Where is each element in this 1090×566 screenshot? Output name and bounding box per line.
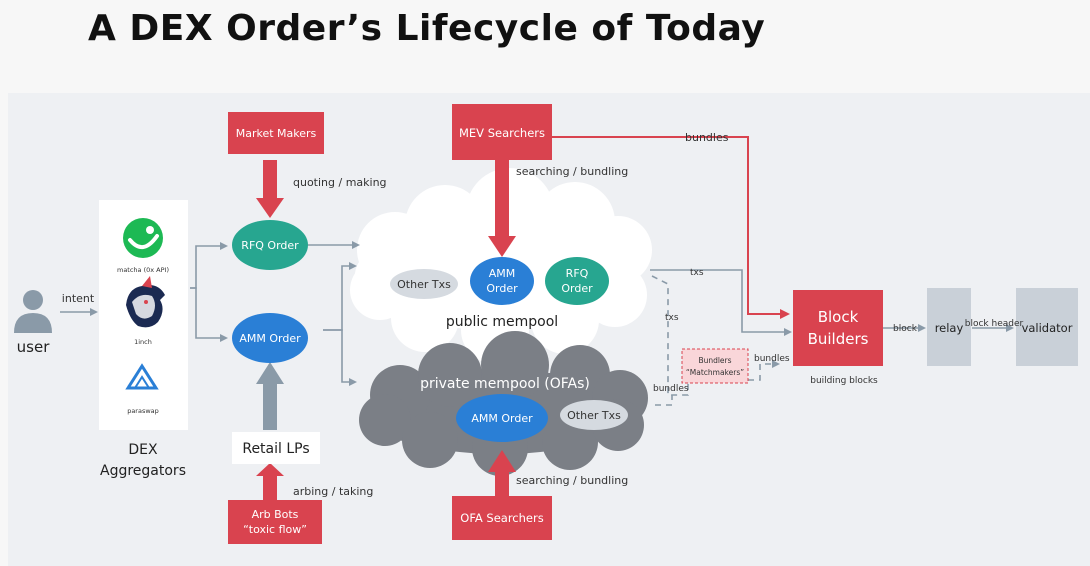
validator-label: validator: [1022, 321, 1073, 335]
rfq-order-node: [232, 220, 308, 270]
amm-order-label: AMM Order: [239, 332, 301, 345]
private-amm-order-label: AMM Order: [471, 412, 533, 425]
block-builders-label-1: Block: [818, 308, 859, 326]
edge-retail-amm: [256, 362, 284, 430]
intent-label: intent: [62, 292, 95, 305]
arb-bots-node: [228, 500, 322, 544]
block-builders-node: [793, 290, 883, 366]
building-blocks-label: building blocks: [810, 376, 878, 386]
searching-top-label: searching / bundling: [516, 165, 628, 178]
private-other-txs-node: [560, 400, 628, 430]
bundlers-label-2: “Matchmakers”: [686, 368, 744, 377]
private-amm-order-node: [456, 394, 548, 442]
public-rfq-order-label-1: RFQ: [566, 267, 589, 280]
bundlers-node: [681, 348, 749, 384]
paraswap-logo-icon: [125, 363, 159, 390]
mev-searchers-node: [452, 104, 552, 160]
public-amm-order-label-2: Order: [486, 282, 518, 295]
block-header-edge-label: block header: [965, 319, 1024, 329]
edge-agg-amm: [190, 287, 228, 342]
rfq-order-label: RFQ Order: [241, 239, 299, 252]
market-makers-label: Market Makers: [236, 127, 317, 140]
public-amm-order-node: [470, 257, 534, 305]
public-amm-order-label-1: AMM: [489, 267, 516, 280]
edge-private-bundlers: [655, 395, 673, 406]
searching-bottom-label: searching / bundling: [516, 474, 628, 487]
block-builders-label-2: Builders: [808, 330, 869, 348]
user-label: user: [17, 338, 51, 356]
relay-node: [927, 288, 971, 366]
public-rfq-order-label-2: Order: [561, 282, 593, 295]
txs-right-label: txs: [690, 268, 704, 278]
1inch-logo-icon: [126, 276, 165, 328]
ofa-searchers-label: OFA Searchers: [460, 511, 543, 525]
private-mempool-label: private mempool (OFAs): [420, 376, 590, 392]
arb-bots-label-2: “toxic flow”: [243, 523, 307, 536]
edge-bundlers-builders: [748, 360, 780, 381]
private-other-txs-label: Other Txs: [567, 409, 621, 422]
dex-aggregators-label-line1: DEX: [128, 442, 158, 458]
edge-public-builders: [650, 269, 792, 336]
matcha-label: matcha (0x API): [117, 266, 169, 274]
bundles-low-label: bundles: [653, 384, 689, 394]
validator-node: [1016, 288, 1078, 366]
arb-bots-label-1: Arb Bots: [252, 508, 299, 521]
red-connectors: [256, 136, 790, 506]
dex-aggregators-label-line2: Aggregators: [100, 463, 186, 479]
dex-aggregators-card: [99, 200, 188, 430]
page-title: A DEX Order’s Lifecycle of Today: [88, 8, 766, 49]
retail-lps-node: [232, 432, 320, 464]
public-other-txs-node: [390, 269, 458, 299]
edge-amm-public: [323, 262, 357, 331]
amm-order-node: [232, 313, 308, 363]
relay-label: relay: [935, 321, 964, 335]
arbing-label: arbing / taking: [293, 485, 373, 498]
public-other-txs-label: Other Txs: [397, 278, 451, 291]
paraswap-label: paraswap: [127, 407, 159, 415]
edge-agg-rfq: [190, 242, 228, 289]
public-mempool-label: public mempool: [446, 314, 558, 330]
grey-connectors: [60, 241, 1014, 386]
matcha-logo-icon: [123, 218, 163, 258]
retail-lps-label: Retail LPs: [242, 441, 309, 457]
market-makers-node: [228, 112, 324, 154]
user-icon: [14, 290, 52, 333]
public-rfq-order-node: [545, 257, 609, 305]
txs-mid-label: txs: [665, 313, 679, 323]
mev-searchers-label: MEV Searchers: [459, 126, 545, 140]
quoting-label: quoting / making: [293, 176, 387, 189]
bundlers-label-1: Bundlers: [698, 356, 731, 365]
bundles-top-label: bundles: [685, 131, 729, 144]
ofa-searchers-node: [452, 496, 552, 540]
oneinch-label: 1inch: [134, 338, 152, 346]
block-edge-label: block: [893, 324, 918, 334]
edge-amm-private: [323, 329, 357, 386]
bundles-mid-label: bundles: [754, 354, 790, 364]
